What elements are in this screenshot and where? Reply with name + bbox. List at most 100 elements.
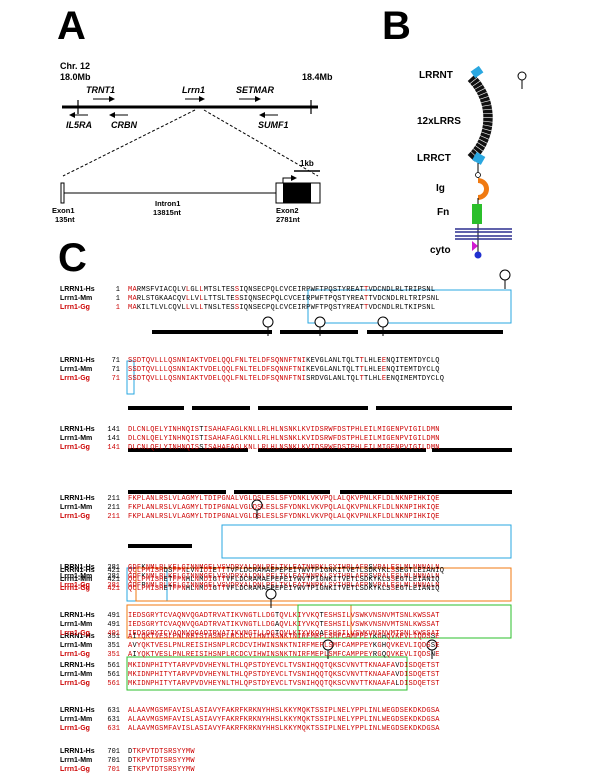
species-name: LRRN1-Hs [60, 748, 95, 755]
lrrnt-box-2 [126, 360, 135, 395]
sequence-line: GDFRNMLRLKELGINNMGELVSVDRYALDNLPELTKLEAT… [128, 582, 440, 590]
residue-number: 631 [107, 725, 120, 733]
sequence-line: AVYQKTVESLPNLREISIHSNPLRCDCVIHWINSNKTNIR… [128, 642, 440, 650]
sequence-line: SSDTQVLLLQSNNIAKTVDELQQLFNLTELDFSQNNFTNI… [128, 366, 440, 374]
residue-number: 141 [107, 435, 120, 443]
lrr-bar [152, 330, 272, 334]
sequence-line: QCLPMISHETFPNHLNMDIGTTVFLDCRAMAEPEPEIYWV… [128, 585, 440, 593]
lrrnt-cap [470, 65, 484, 79]
residue-number: 1 [115, 304, 120, 312]
lrr-bar [128, 490, 226, 494]
sequence-line: SSDTQVLLLQSNNIAKTVDELQQLFNLTELDFSQNNFTNI… [128, 357, 440, 365]
glycan-circle [517, 71, 527, 81]
gene-trnt1: TRNT1 [86, 85, 115, 95]
exon2-length: 2781nt [276, 215, 300, 224]
residue-number: 701 [107, 766, 120, 774]
residue-number: 71 [111, 375, 120, 383]
species-name: Lrrn1-Mm [60, 435, 93, 442]
species-name: Lrrn1-Gg [60, 630, 90, 637]
residue-number: 71 [111, 357, 120, 365]
sequence-line: DLCNLQELYINHNQISTISAHAFAGLKNLLRLHLNSNKLK… [128, 426, 440, 434]
lrrs-label: 12xLRRS [417, 116, 461, 127]
linker-dot [475, 172, 481, 178]
lrr-bar [340, 490, 512, 494]
residue-number: 491 [107, 621, 120, 629]
lrr-bar [128, 448, 248, 452]
gene-crbn: CRBN [111, 120, 137, 130]
ig-box-1 [135, 567, 512, 602]
start-arrow [282, 175, 297, 183]
cyto-label: cyto [430, 245, 451, 256]
species-name: Lrrn1-Gg [60, 304, 90, 311]
gene-sumf1: SUMF1 [258, 120, 289, 130]
species-name: Lrrn1-Mm [60, 716, 93, 723]
species-name: LRRN1-Hs [60, 633, 95, 640]
fn-box-1 [297, 604, 512, 639]
residue-number: 281 [107, 564, 120, 572]
glycan-site [262, 316, 274, 328]
sequence-line: FKPLANLRSLVLAGMYLTDIPGNALVGLDSLESLSFYDNK… [128, 504, 440, 512]
species-name: LRRN1-Hs [60, 567, 95, 574]
glycan-site [265, 588, 277, 600]
sequence-line: QCLPMISHDSFPNLVNIDIETTTVFLDCRAMAEPEPEIYW… [128, 567, 445, 575]
residue-number: 561 [107, 680, 120, 688]
exon1-label: Exon1 [52, 206, 75, 215]
zoom-line-right [203, 109, 319, 177]
cyto-arrow [472, 241, 478, 251]
gene-setmar: SETMAR [236, 85, 275, 95]
sequence-line: MKIDNPHITYTARVPVDVHEYNLTHLQPSTDYEVCLTVSN… [128, 680, 440, 688]
glycan-site [314, 316, 326, 328]
panel-b-domain-diagram: LRRNT 12xLRRS LRRCT Ig Fn cyto [417, 65, 527, 259]
species-name: LRRN1-Hs [60, 495, 95, 502]
lrr-bar [280, 330, 358, 334]
lrr-bars [128, 330, 512, 548]
species-name: Lrrn1-Mm [60, 621, 93, 628]
sequence-line: SSDTQVLLLQSNNIAKTVDELQQLFNLTELDFSQNNFTNI… [128, 375, 445, 383]
residue-number: 211 [107, 513, 120, 521]
intron1-label: Intron1 [155, 199, 180, 208]
panel-label-b: B [382, 4, 411, 48]
glycosylation-sites [251, 269, 511, 659]
species-name: Lrrn1-Mm [60, 576, 93, 583]
residue-number: 1 [115, 295, 120, 303]
lrrct-label: LRRCT [417, 153, 451, 164]
ig-box-2 [126, 604, 352, 639]
sequence-line: AIYQKTVESLPNLREISIHSNPLRCDCVIHWINSNKTNIR… [128, 633, 440, 641]
sequence-line: MARMSFVIACQLVLGLLMTSLTESSIQNSECPQLCVCEIR… [128, 286, 436, 294]
sequence-line: ETKPVTDTSRSYYMW [128, 766, 195, 774]
ig-label: Ig [436, 183, 445, 194]
residue-number: 71 [111, 366, 120, 374]
residue-number: 281 [107, 582, 120, 590]
species-name: Lrrn1-Gg [60, 444, 90, 451]
residue-number: 701 [107, 748, 120, 756]
sequence-line: MKIDNPHITYTARVPVDVHEYNLTHLQPSTDYEVCLTVSN… [128, 671, 440, 679]
fn-box-2 [126, 656, 408, 691]
sequence-line: FKPLANLRSLVLAGMYLTDIPGNALVGLDSLESLSFYDNK… [128, 495, 440, 503]
lrr-bar [367, 330, 503, 334]
exon1-box [60, 182, 65, 204]
sequence-line: DTKPVTDTSRSYYMW [128, 748, 195, 756]
residue-number: 421 [107, 567, 120, 575]
residue-number: 491 [107, 630, 120, 638]
glycan-site [377, 316, 389, 328]
species-name: Lrrn1-Gg [60, 585, 90, 592]
exon2-label: Exon2 [276, 206, 299, 215]
residue-number: 281 [107, 573, 120, 581]
sequence-line: IEDSGRYTCVAQNVQGADTRVATIKVNGTLLDGTQVLKIY… [128, 630, 440, 638]
residue-number: 701 [107, 757, 120, 765]
sequence-line: DLCNLQELYINHNQISSISAHAFAGLKNLLRLHLNSNKLK… [128, 444, 440, 452]
species-name: Lrrn1-Gg [60, 651, 90, 658]
sequence-line: FKPLANLRSLVLAGMYLTDIPGNALVGLDSLESLSFYDNK… [128, 513, 440, 521]
residue-number: 561 [107, 662, 120, 670]
residue-number: 631 [107, 716, 120, 724]
lrr-bar [128, 406, 184, 410]
alignment-overlays [126, 289, 512, 691]
intron1-length: 13815nt [153, 208, 181, 217]
lrrnt-box-1 [307, 289, 512, 324]
ig-domain [478, 178, 489, 200]
residue-number: 351 [107, 633, 120, 641]
species-name: Lrrn1-Gg [60, 375, 90, 382]
species-name: Lrrn1-Mm [60, 573, 93, 580]
cyto-dot [474, 251, 482, 259]
